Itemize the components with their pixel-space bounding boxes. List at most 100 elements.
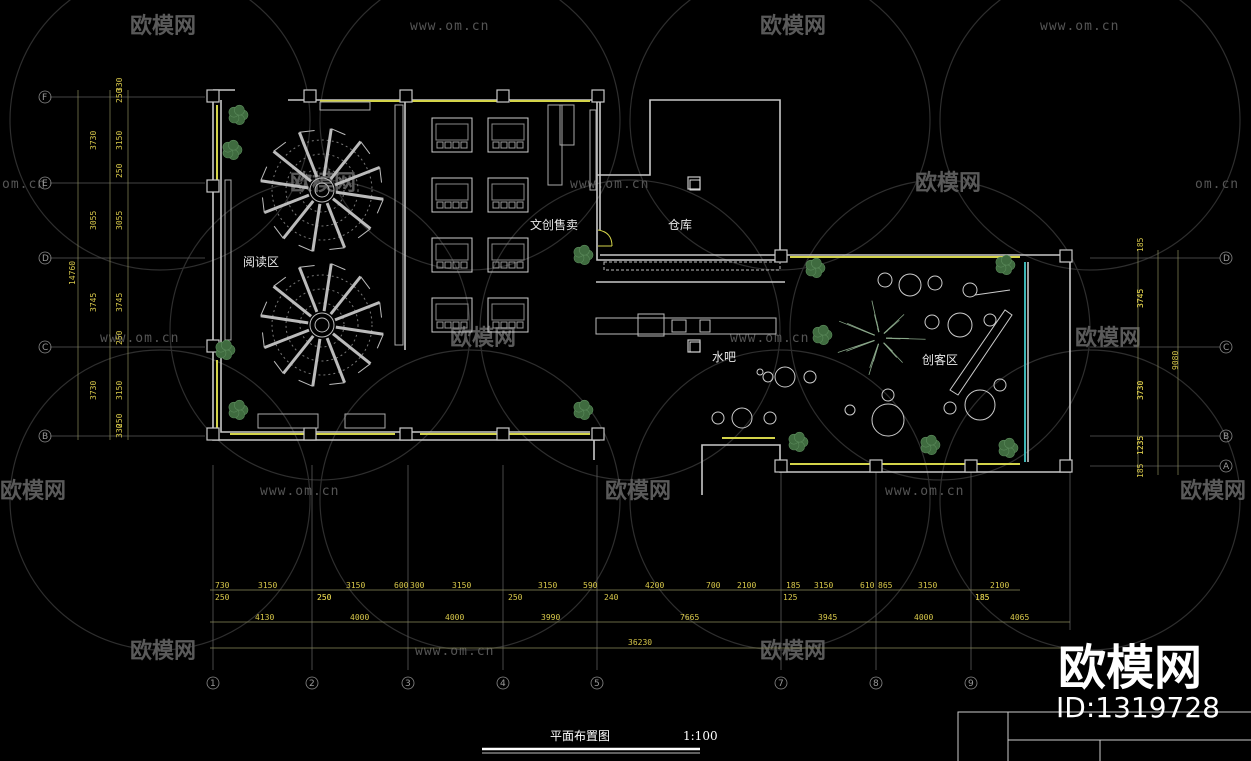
grid-bubble (964, 676, 978, 690)
shelf-arm-tip (273, 276, 287, 287)
shelf-arm (297, 131, 319, 178)
grid-bubble (38, 429, 52, 443)
dimension-value: 250 (115, 163, 124, 178)
dimension-value: 185 (1136, 237, 1145, 252)
dimension-value: 3055 (89, 211, 98, 230)
dimension-value: 730 (215, 581, 230, 590)
shelf-arm-tip (331, 128, 346, 136)
display-item (444, 261, 452, 269)
watermark-url: www.om.cn (410, 19, 489, 34)
display-table (487, 297, 529, 333)
grid-label: 1 (210, 679, 216, 689)
plants (215, 104, 1019, 459)
display-table-top (435, 123, 469, 141)
grid-bubble (869, 676, 883, 690)
bush-branch (876, 321, 880, 333)
display-table-top (491, 303, 525, 321)
radial-bookshelf (260, 128, 384, 252)
shelf-arm-tip (329, 382, 345, 386)
shelf-arm-tip (360, 141, 371, 155)
shelf-arm-tip (261, 332, 265, 348)
watermark-brand: 欧模网 (0, 478, 66, 504)
watermark-brand: 欧模网 (1180, 478, 1246, 504)
dimension-value: 4200 (645, 581, 664, 590)
grid-bubble (38, 251, 52, 265)
dimension-value: 3150 (346, 581, 365, 590)
grid-bubble (590, 676, 604, 690)
grid-bubble (496, 676, 510, 690)
dimension-value: 3730 (1136, 381, 1145, 400)
bush-branch (883, 342, 898, 358)
dimension-value: 240 (604, 593, 619, 602)
shelf-arm (322, 263, 333, 312)
dimension-value: 250 (317, 593, 332, 602)
grid-label: 8 (873, 679, 879, 689)
plant-leaf (926, 434, 937, 446)
display-item (452, 141, 460, 149)
shelf-arm (335, 190, 384, 201)
grid-bubble (1219, 340, 1233, 354)
bush-branch (837, 339, 875, 353)
shelf-arm-tip (379, 302, 383, 318)
dimension-value: 185 (975, 593, 990, 602)
bush-branch (885, 337, 901, 340)
shelf-arm-tip (273, 360, 284, 374)
grid-bubble (401, 676, 415, 690)
shelf-arm-tip (260, 301, 268, 316)
shelf-arm (282, 335, 315, 375)
shelf-arm-tip (260, 166, 268, 181)
shelf-arm-tip (261, 197, 265, 213)
shelf-center (309, 177, 335, 203)
shelf-arm-tip (357, 363, 371, 374)
dimension-value: 3945 (818, 613, 837, 622)
bush-planter (837, 300, 926, 375)
grid-label: E (42, 179, 48, 189)
bar-counter (595, 229, 781, 337)
grid-bubble (1219, 251, 1233, 265)
shelf-arm-tip (298, 379, 313, 387)
shelf-arm (329, 275, 362, 315)
display-item (516, 141, 524, 149)
dimension-value: 610 (860, 581, 875, 590)
shelf-ring (299, 167, 345, 213)
shelf-arm (329, 140, 362, 180)
dimension-value: 330 (115, 423, 124, 438)
dimension-value: 3150 (258, 581, 277, 590)
plant-leaf (228, 139, 239, 151)
watermark-brands: 欧模网 www.om.cn 欧模网 www.om.cn om.cn 欧模网 ww… (0, 13, 1246, 664)
radial-bookshelf (260, 263, 384, 387)
shelf-arm (334, 300, 381, 322)
marker-squares (689, 179, 701, 353)
dimension-value: 250 (317, 593, 332, 602)
display-table-top (435, 303, 469, 321)
bar-seating (711, 272, 1013, 437)
display-item (492, 261, 500, 269)
room-label-shop: 文创售卖 (530, 217, 578, 232)
plant-leaf (234, 104, 245, 116)
display-item (492, 141, 500, 149)
dimension-value: 700 (706, 581, 721, 590)
dimension-right-total: 9080 (1171, 351, 1180, 370)
display-item (500, 141, 508, 149)
dimension-value: 250 (508, 593, 523, 602)
plant-leaf (1001, 254, 1012, 266)
dimension-value: 3745 (115, 293, 124, 312)
shelf-arm-tip (298, 244, 313, 252)
shelf-arm (272, 285, 312, 318)
display-item (500, 261, 508, 269)
shelf-arm (334, 165, 381, 187)
room-label-creative: 创客区 (922, 352, 958, 367)
display-item (500, 201, 508, 209)
dimension-value: 3745 (1136, 289, 1145, 308)
display-table-top (491, 123, 525, 141)
shelf-arm (260, 179, 309, 190)
grid-bubble (38, 90, 52, 104)
dimension-value: 1235 (1136, 436, 1145, 455)
display-item (444, 141, 452, 149)
dimension-value: 125 (783, 593, 798, 602)
